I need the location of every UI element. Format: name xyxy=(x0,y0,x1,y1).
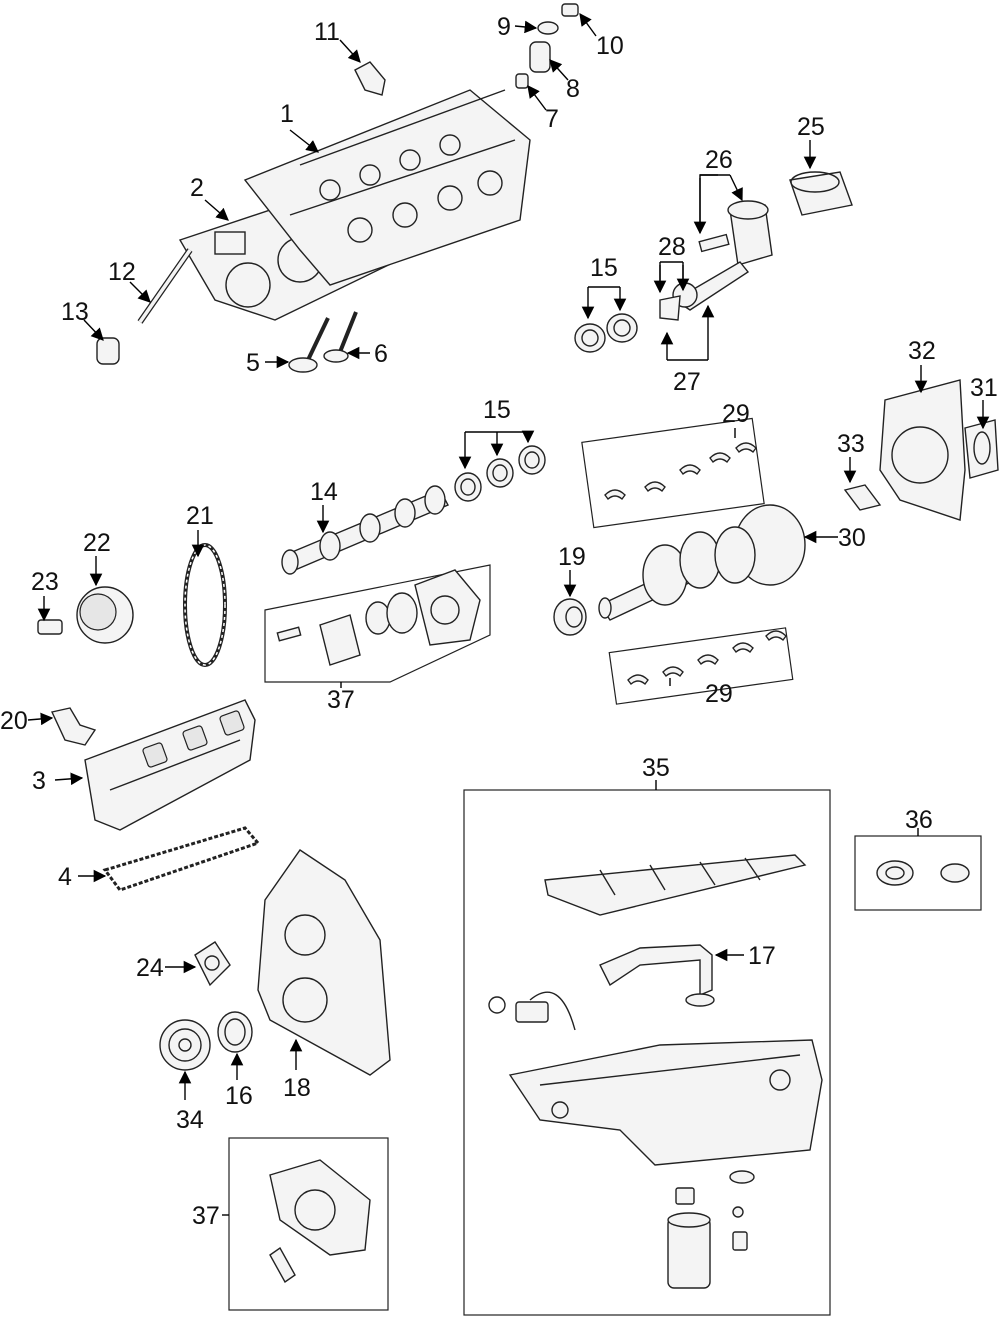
callout-13: 13 xyxy=(61,298,89,326)
oil-pump-box xyxy=(228,1137,389,1311)
valve-spring xyxy=(529,41,551,73)
callout-27: 27 xyxy=(673,368,701,396)
callout-26: 26 xyxy=(705,146,733,174)
callout-20: 20 xyxy=(0,707,28,735)
crank-sprocket xyxy=(553,598,587,636)
lower-main-bearings xyxy=(627,630,787,686)
callout-15b: 15 xyxy=(483,396,511,424)
callout-28: 28 xyxy=(658,233,686,261)
sprocket-bolt xyxy=(37,619,63,635)
callout-32: 32 xyxy=(908,337,936,365)
callout-7: 7 xyxy=(545,105,559,133)
oil-drain-plug xyxy=(675,1170,755,1205)
lifter xyxy=(96,337,120,365)
callout-4: 4 xyxy=(58,863,72,891)
callout-15a: 15 xyxy=(590,254,618,282)
lower-bearing-box xyxy=(608,627,794,705)
cam-sprocket xyxy=(76,586,134,644)
piston xyxy=(698,200,773,266)
callout-35: 35 xyxy=(642,754,670,782)
callout-5: 5 xyxy=(246,349,260,377)
sensor-part xyxy=(354,61,386,96)
callout-37a: 37 xyxy=(327,686,355,714)
rear-cover xyxy=(879,379,999,521)
valve-seal xyxy=(515,73,529,89)
callout-1: 1 xyxy=(280,100,294,128)
callout-36: 36 xyxy=(905,806,933,834)
callout-29a: 29 xyxy=(722,400,750,428)
front-cover xyxy=(257,849,391,1076)
callout-33: 33 xyxy=(837,430,865,458)
rod-bearings xyxy=(574,313,638,353)
callout-11: 11 xyxy=(314,18,340,46)
cylinder-head xyxy=(243,89,531,286)
callout-16: 16 xyxy=(225,1082,253,1110)
callout-19: 19 xyxy=(558,543,586,571)
callout-12: 12 xyxy=(108,258,136,286)
drain-bolts xyxy=(732,1206,748,1251)
oil-filter xyxy=(667,1212,711,1289)
sensor-harness xyxy=(488,991,576,1031)
callout-10: 10 xyxy=(596,32,624,60)
valve-spring-cap xyxy=(537,21,559,35)
cam-bearings xyxy=(454,445,546,502)
oil-pan xyxy=(508,1039,823,1166)
oil-pan-box xyxy=(463,789,831,1316)
upper-main-bearings xyxy=(604,442,757,501)
callout-3: 3 xyxy=(32,767,46,795)
callout-17: 17 xyxy=(748,942,776,970)
cam-position-part xyxy=(194,941,231,987)
leader-lines xyxy=(27,12,990,1216)
valve-cover-gasket xyxy=(102,826,261,892)
valves xyxy=(288,311,358,373)
crankshaft xyxy=(598,504,806,621)
valve-cover xyxy=(84,699,256,831)
callout-18: 18 xyxy=(283,1074,311,1102)
callout-37b: 37 xyxy=(192,1202,220,1230)
oil-pickup xyxy=(599,944,715,1007)
callout-22: 22 xyxy=(83,529,111,557)
piston-ring-set xyxy=(789,171,853,216)
valve-keeper xyxy=(561,3,579,17)
part-20 xyxy=(50,707,97,746)
callout-labels: 1 2 3 4 5 6 7 8 9 10 11 12 13 14 15 15 1… xyxy=(0,13,998,1230)
balancer xyxy=(159,1019,211,1071)
callout-31: 31 xyxy=(970,374,998,402)
oil-pump xyxy=(269,1159,371,1284)
callout-30: 30 xyxy=(838,524,866,552)
callout-9: 9 xyxy=(497,13,511,41)
callout-25: 25 xyxy=(797,113,825,141)
seal-parts xyxy=(876,860,970,886)
bolt-33 xyxy=(843,484,882,511)
cam-bearing-box xyxy=(581,417,765,529)
callout-21: 21 xyxy=(186,502,214,530)
callout-24: 24 xyxy=(136,954,164,982)
oil-pump-parts xyxy=(276,569,481,666)
front-seal xyxy=(217,1011,253,1053)
callout-29b: 29 xyxy=(705,680,733,708)
callout-2: 2 xyxy=(190,174,204,202)
callout-23: 23 xyxy=(31,568,59,596)
connecting-rod xyxy=(659,261,750,321)
camshaft xyxy=(281,485,449,575)
windage-tray xyxy=(544,854,807,916)
callout-6: 6 xyxy=(374,340,388,368)
callout-8: 8 xyxy=(566,75,580,103)
callout-34: 34 xyxy=(176,1106,204,1134)
callout-14: 14 xyxy=(310,478,338,506)
